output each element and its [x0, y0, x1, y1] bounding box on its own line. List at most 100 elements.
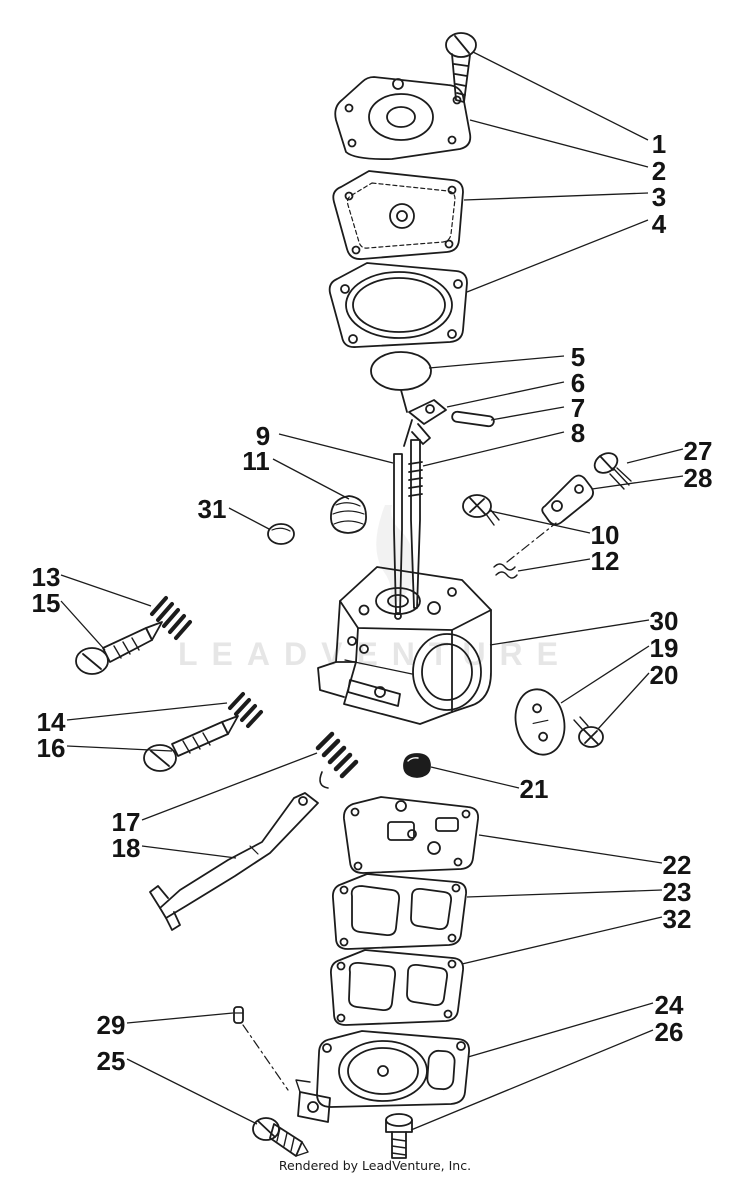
callout-16: 16: [37, 733, 66, 763]
callout-25: 25: [97, 1046, 126, 1076]
part-20-screw: [573, 716, 604, 748]
callout-29: 29: [97, 1010, 126, 1040]
part-14-spring: [228, 692, 263, 728]
callout-23: 23: [663, 877, 692, 907]
part-11-dome-cap: [330, 495, 367, 534]
leader-5: [428, 355, 565, 369]
leader-26: [410, 1029, 654, 1131]
callout-9: 9: [256, 421, 270, 451]
callout-labels: 1 2 3 4 5 6 7 8 9 11 27 28 31 10 12 13 1…: [32, 129, 713, 1076]
part-26-screw: [385, 1113, 413, 1159]
callout-14: 14: [37, 707, 66, 737]
callout-18: 18: [112, 833, 141, 863]
part-25-screw: [252, 1117, 309, 1157]
callout-3: 3: [652, 182, 666, 212]
watermark-text: LEADVENTURE: [178, 636, 572, 672]
callout-10: 10: [591, 520, 620, 550]
leader-2: [469, 119, 649, 168]
leader-lines: [60, 51, 684, 1131]
part-17-spring: [315, 731, 359, 779]
callout-15: 15: [32, 588, 61, 618]
leader-19: [560, 645, 650, 704]
callout-12: 12: [591, 546, 620, 576]
leader-3: [463, 192, 649, 201]
leader-28: [591, 475, 684, 490]
part-30-carburetor-body: [317, 566, 492, 725]
callout-6: 6: [571, 368, 585, 398]
leader-13: [60, 574, 152, 607]
leader-14: [66, 702, 228, 721]
part-31-plug: [267, 523, 295, 545]
part-5-disc: [370, 351, 432, 413]
part-2-cover-plate: [334, 76, 472, 161]
callout-7: 7: [571, 393, 585, 423]
part-4-gasket: [328, 262, 468, 348]
callout-26: 26: [655, 1017, 684, 1047]
callout-19: 19: [650, 633, 679, 663]
leader-24: [467, 1002, 654, 1058]
leader-10: [489, 510, 591, 534]
callout-5: 5: [571, 342, 585, 372]
leader-21: [430, 766, 520, 789]
callout-32: 32: [663, 904, 692, 934]
part-15-screw: [75, 621, 163, 675]
part-29-pin: [233, 1006, 289, 1091]
part-28-bracket: [541, 474, 594, 526]
part-21-cap: [403, 753, 431, 778]
callout-4: 4: [652, 209, 667, 239]
part-7-pin: [451, 410, 495, 428]
leader-32: [461, 916, 663, 965]
leader-31: [228, 507, 270, 530]
leader-29: [126, 1012, 234, 1024]
callout-11: 11: [242, 446, 270, 476]
leader-4: [466, 219, 649, 293]
leader-18: [141, 845, 237, 859]
part-13-spring: [150, 596, 192, 640]
leader-25: [126, 1058, 258, 1125]
part-6-lever: [403, 399, 447, 447]
callout-17: 17: [112, 807, 141, 837]
leader-22: [478, 834, 663, 864]
part-22-pump-plate: [343, 796, 479, 874]
part-16-screw: [143, 715, 239, 772]
callout-20: 20: [650, 660, 679, 690]
part-3-diaphragm: [332, 170, 464, 260]
footer-credit: Rendered by LeadVenture, Inc.: [279, 1158, 471, 1173]
callout-30: 30: [650, 606, 679, 636]
leader-17: [141, 752, 318, 821]
leader-12: [517, 558, 591, 572]
part-27-screw: [593, 452, 632, 490]
part-12-clip: [493, 522, 557, 579]
callout-21: 21: [520, 774, 549, 804]
leader-11: [272, 458, 350, 500]
callout-27: 27: [684, 436, 713, 466]
leader-8: [422, 431, 565, 467]
leader-23: [466, 889, 663, 898]
callout-22: 22: [663, 850, 692, 880]
callout-28: 28: [684, 463, 713, 493]
part-32-pump-diaphragm: [330, 949, 464, 1026]
leader-27: [626, 448, 684, 464]
leader-15: [60, 600, 106, 651]
leader-7: [490, 406, 565, 421]
callout-13: 13: [32, 562, 61, 592]
callout-31: 31: [198, 494, 227, 524]
watermark: LEADVENTURE: [178, 505, 572, 672]
part-24-bottom-cover: [295, 1030, 470, 1123]
leader-16: [66, 745, 173, 752]
part-18-lever-arm: [149, 792, 319, 931]
leader-20: [597, 672, 650, 730]
callout-2: 2: [652, 156, 666, 186]
leader-30: [489, 619, 650, 646]
callout-8: 8: [571, 418, 585, 448]
callout-24: 24: [655, 990, 684, 1020]
part-23-gasket: [332, 873, 467, 950]
leader-6: [446, 381, 565, 408]
part-17-spring-hook: [319, 771, 329, 789]
leader-1: [472, 51, 649, 141]
part-10-screw: [462, 494, 500, 526]
callout-1: 1: [652, 129, 666, 159]
part-19-disc: [514, 688, 566, 756]
